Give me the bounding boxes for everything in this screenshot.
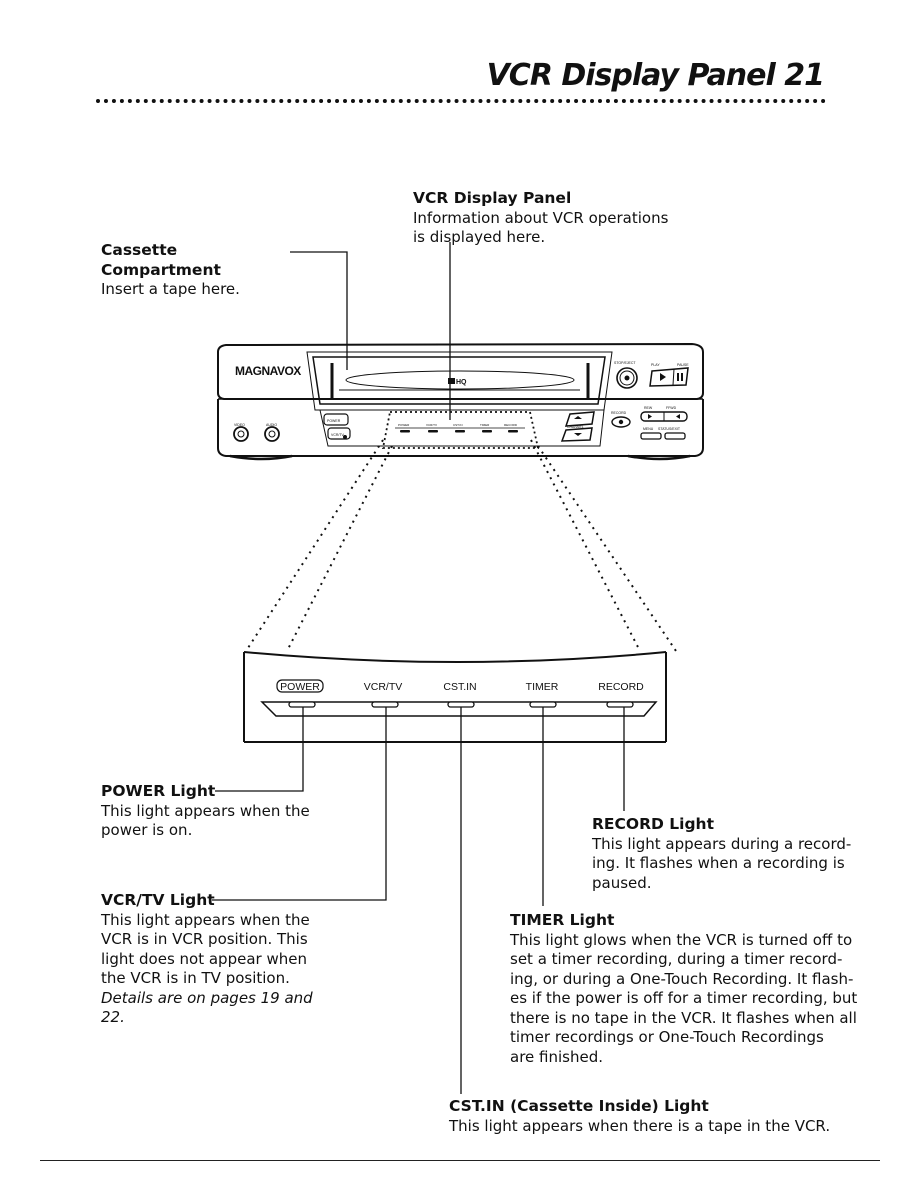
vcr-brand: MAGNAVOX (235, 364, 301, 378)
svg-text:VCR/TV: VCR/TV (331, 433, 345, 437)
magnification-lines (245, 439, 677, 652)
svg-text:STATUS/EXIT: STATUS/EXIT (658, 427, 681, 431)
svg-text:POWER: POWER (327, 419, 341, 423)
vcr-tape-label: HQ (456, 379, 467, 386)
svg-text:VIDEO: VIDEO (234, 423, 245, 427)
display-highlight (381, 411, 540, 449)
panel-label-vcrtv: VCR/TV (364, 681, 403, 693)
svg-text:CST.IN: CST.IN (453, 423, 463, 427)
svg-text:RECORD: RECORD (504, 423, 518, 427)
enlarged-panel-lights (288, 701, 634, 708)
svg-text:PAUSE: PAUSE (677, 363, 689, 367)
svg-text:TIMER: TIMER (480, 423, 490, 427)
svg-text:VCR/TV: VCR/TV (426, 423, 437, 427)
header-dotted-rule (96, 99, 826, 103)
svg-text:REW: REW (644, 406, 653, 410)
svg-text:RECORD: RECORD (611, 411, 627, 415)
enlarged-display-panel (243, 651, 667, 743)
svg-text:FFWD: FFWD (666, 406, 677, 410)
svg-text:POWER: POWER (398, 423, 410, 427)
svg-text:MENU: MENU (643, 427, 654, 431)
leader-lines (212, 242, 625, 1094)
panel-label-cstin: CST.IN (443, 681, 476, 693)
vhs-logo-mark (448, 378, 455, 384)
callout-record-light: RECORD Light This light appears during a… (592, 815, 852, 892)
svg-text:PLAY: PLAY (651, 363, 660, 367)
footer-rule (40, 1160, 880, 1161)
panel-label-record: RECORD (598, 681, 644, 693)
callout-timer-light: TIMER Light This light glows when the VC… (510, 911, 858, 1066)
page-title: VCR Display Panel 21 (486, 58, 825, 93)
svg-text:CHANNEL: CHANNEL (567, 425, 584, 429)
callout-vcrtv-light: VCR/TV Light This light appears when the… (101, 891, 313, 1026)
svg-text:AUDIO: AUDIO (266, 423, 277, 427)
callout-cstin-light: CST.IN (Cassette Inside) Light This ligh… (449, 1097, 831, 1135)
vcr-mini-lights (400, 430, 518, 433)
callout-power-light: POWER Light This light appears when the … (101, 782, 310, 839)
vcr-front-panel (217, 342, 704, 461)
vcr-small-glyphs (343, 373, 683, 439)
panel-label-power: POWER (280, 681, 320, 693)
svg-text:STOP/EJECT: STOP/EJECT (614, 361, 636, 365)
callout-display-panel: VCR Display Panel Information about VCR … (413, 189, 669, 246)
callout-cassette-compartment: Cassette Compartment Insert a tape here. (101, 241, 240, 298)
panel-label-timer: TIMER (526, 681, 559, 693)
